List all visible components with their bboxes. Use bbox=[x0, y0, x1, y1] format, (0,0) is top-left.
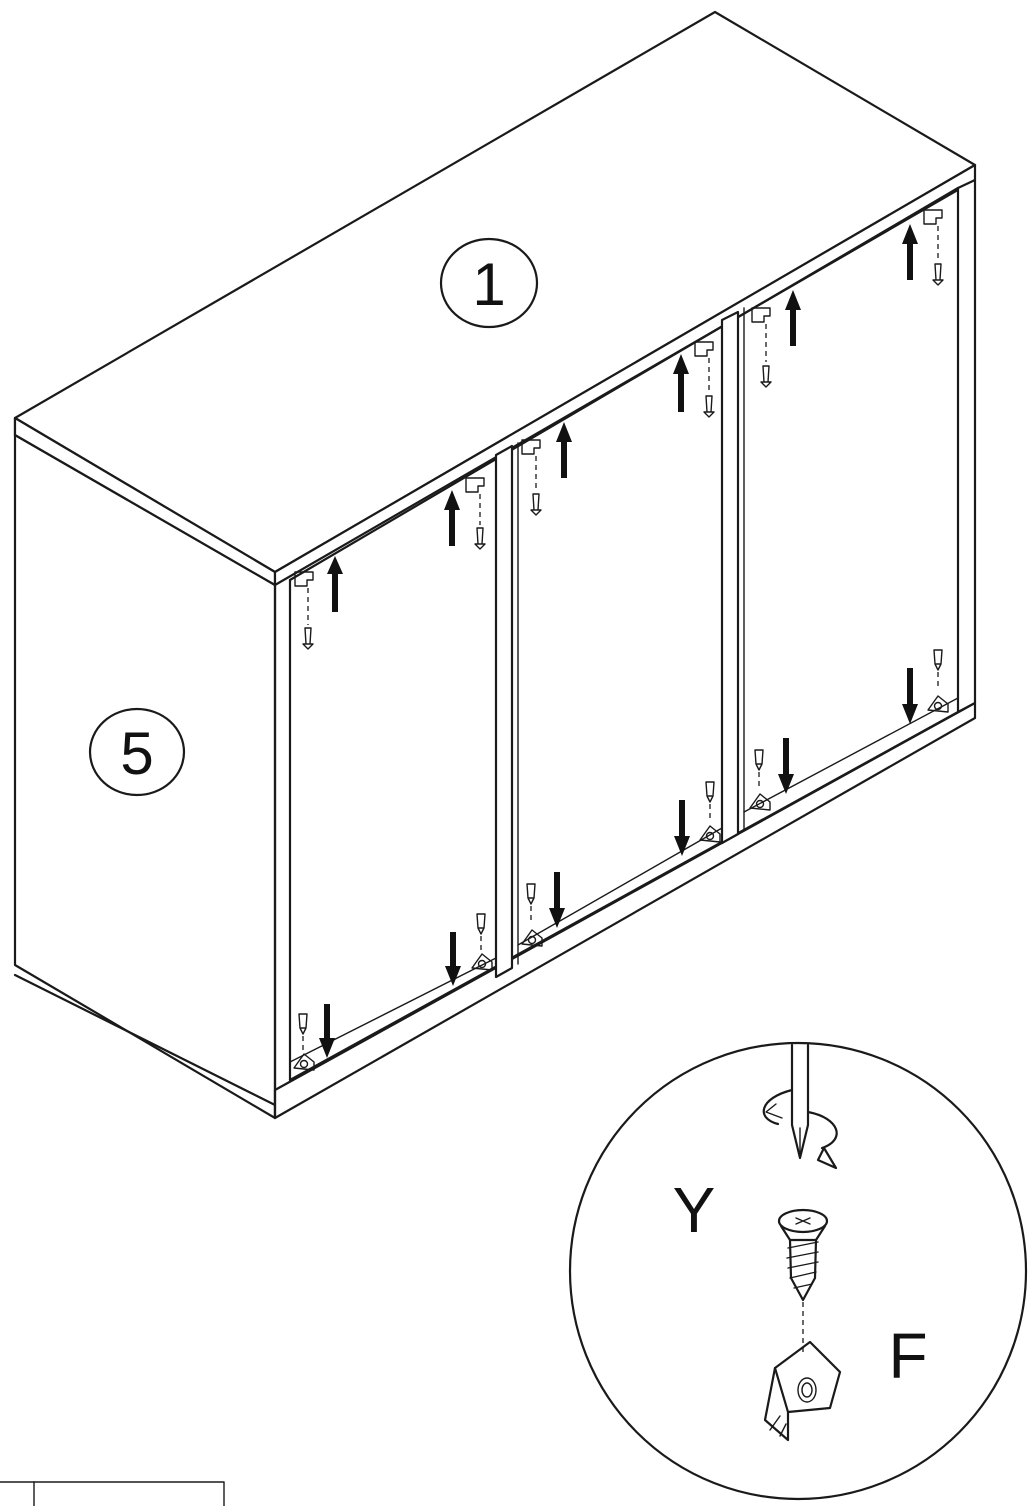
part-label-top: 1 bbox=[472, 251, 505, 318]
part-label-side: 5 bbox=[120, 720, 153, 787]
bottom-bracket-6 bbox=[902, 649, 949, 724]
part-callout-1: 1 bbox=[439, 237, 539, 329]
partial-table-box bbox=[0, 1481, 225, 1506]
detail-label-bracket: F bbox=[888, 1320, 927, 1392]
top-bracket-1 bbox=[294, 556, 343, 650]
detail-circle: Y F bbox=[568, 1041, 1028, 1501]
divider-left bbox=[494, 442, 519, 979]
screw-icon bbox=[777, 1208, 829, 1302]
top-bracket-4 bbox=[673, 341, 715, 418]
bottom-bracket-5 bbox=[749, 738, 794, 811]
divider-right bbox=[720, 307, 745, 845]
shelf-lines bbox=[289, 697, 959, 1063]
bottom-brackets bbox=[293, 649, 949, 1071]
top-bracket-3 bbox=[521, 422, 572, 516]
top-brackets bbox=[294, 209, 944, 650]
top-bracket-2 bbox=[444, 477, 486, 550]
top-bracket-6 bbox=[902, 209, 944, 286]
corner-bracket-icon bbox=[763, 1340, 842, 1442]
back-frame bbox=[273, 186, 960, 1120]
bottom-bracket-3 bbox=[521, 872, 565, 947]
screwdriver-icon bbox=[762, 1043, 838, 1170]
top-bracket-5 bbox=[751, 290, 801, 388]
right-side-panel-edge bbox=[956, 178, 977, 714]
detail-label-screw: Y bbox=[673, 1174, 716, 1246]
bottom-bracket-2 bbox=[445, 913, 493, 986]
bottom-bracket-4 bbox=[674, 781, 721, 856]
bottom-bracket-1 bbox=[293, 1004, 335, 1071]
part-callout-5: 5 bbox=[88, 707, 186, 797]
